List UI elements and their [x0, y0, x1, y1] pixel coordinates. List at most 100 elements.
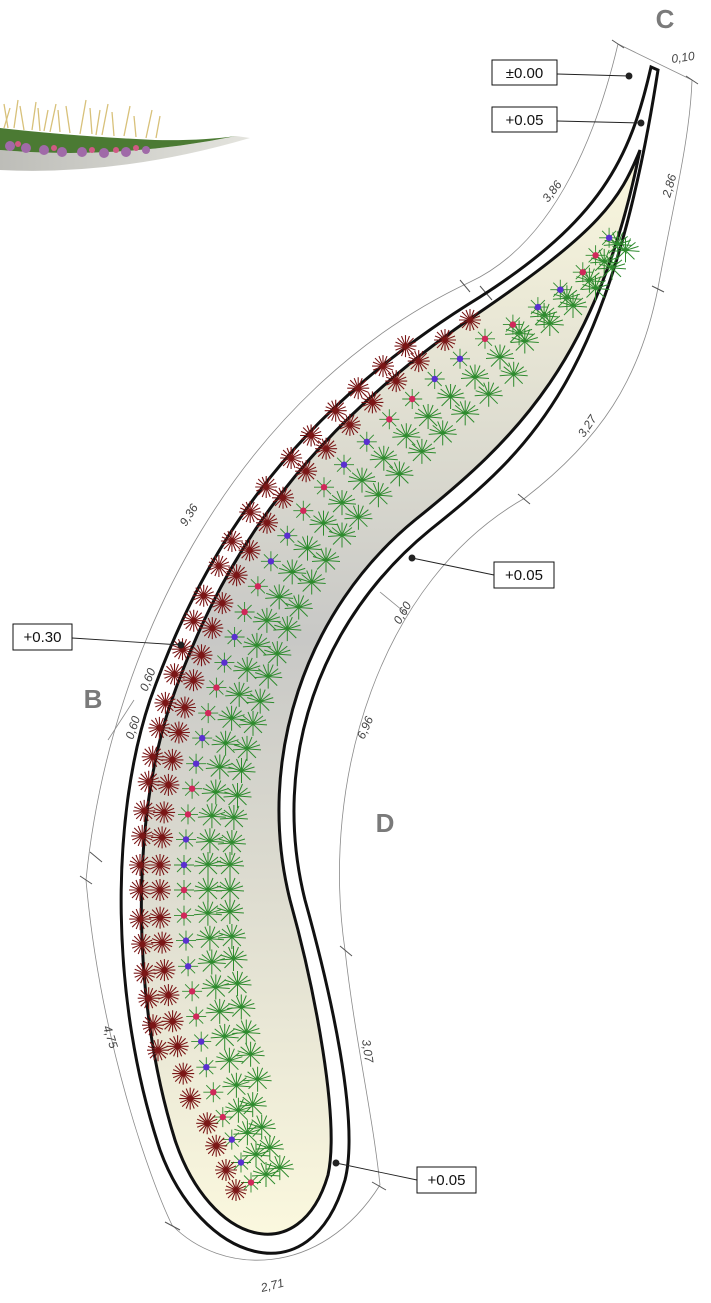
section-label-b: B: [84, 684, 103, 714]
dim-tip-width: 0,10: [670, 49, 695, 66]
svg-text:+0.30: +0.30: [24, 629, 62, 646]
globe-flower-symbol: [146, 1038, 170, 1062]
section-label-c: C: [656, 4, 675, 34]
globe-flower-symbol: [458, 308, 482, 332]
star-flower-pink-symbol: [401, 388, 423, 410]
star-flower-pink-symbol: [185, 1006, 207, 1028]
star-flower-purple-symbol: [356, 431, 378, 453]
globe-flower-symbol: [314, 437, 338, 461]
star-flower-pink-symbol: [205, 677, 227, 699]
globe-flower-symbol: [137, 986, 161, 1010]
globe-flower-symbol: [132, 799, 156, 823]
level-marker-upper: +0.05: [491, 106, 558, 133]
globe-flower-symbol: [161, 1009, 185, 1033]
globe-flower-symbol: [371, 354, 395, 378]
globe-flower-symbol: [195, 1111, 219, 1135]
section-label-d: D: [376, 808, 395, 838]
star-flower-purple-symbol: [221, 1129, 243, 1151]
globe-flower-symbol: [137, 770, 161, 794]
level-leaders: [71, 72, 645, 1181]
globe-flower-symbol: [238, 538, 262, 562]
globe-flower-symbol: [133, 961, 157, 985]
globe-flower-symbol: [141, 1013, 165, 1037]
globe-flower-symbol: [254, 475, 278, 499]
globe-flower-symbol: [150, 931, 174, 955]
globe-flower-symbol: [178, 1087, 202, 1111]
globe-flower-symbol: [152, 800, 176, 824]
star-flower-purple-symbol: [549, 279, 571, 301]
star-flower-pink-symbol: [234, 601, 256, 623]
globe-flower-symbol: [384, 369, 408, 393]
star-flower-purple-symbol: [173, 854, 195, 876]
star-flower-pink-symbol: [247, 575, 269, 597]
globe-flower-symbol: [156, 773, 180, 797]
star-flower-pink-symbol: [177, 803, 199, 825]
dim-outer-lower-arc: 4,75: [100, 1024, 121, 1051]
globe-flower-symbol: [153, 691, 177, 715]
star-flower-purple-symbol: [175, 930, 197, 952]
globe-flower-symbol: [167, 720, 191, 745]
star-flower-purple-symbol: [449, 348, 471, 370]
star-flower-purple-symbol: [195, 1056, 217, 1078]
star-flower-purple-symbol: [213, 652, 235, 674]
star-flower-purple-symbol: [177, 955, 199, 977]
globe-flower-symbol: [407, 349, 431, 373]
star-flower-purple-symbol: [527, 296, 549, 318]
globe-flower-symbol: [225, 563, 249, 587]
star-flower-pink-symbol: [585, 244, 607, 266]
dim-inner-lower-arc: 3,07: [359, 1038, 376, 1064]
star-flower-pink-symbol: [313, 476, 335, 498]
star-flower-pink-symbol: [197, 702, 219, 724]
star-flower-purple-symbol: [224, 626, 246, 648]
star-flower-pink-symbol: [378, 408, 400, 430]
globe-flower-symbol: [433, 328, 457, 352]
globe-flower-symbol: [192, 584, 216, 608]
globe-flower-symbol: [294, 459, 318, 483]
globe-flower-symbol: [171, 1062, 195, 1086]
dim-bottom-arc: 2,71: [258, 1276, 285, 1295]
svg-text:±0.00: ±0.00: [506, 65, 543, 82]
star-flower-pink-symbol: [212, 1106, 234, 1128]
star-flower-purple-symbol: [424, 368, 446, 390]
globe-flower-symbol: [152, 958, 176, 982]
globe-flower-symbol: [224, 1178, 248, 1202]
globe-flower-symbol: [220, 529, 244, 553]
globe-flower-symbol: [160, 748, 184, 772]
globe-flower-symbol: [182, 609, 206, 633]
globe-flower-symbol: [130, 824, 154, 848]
dim-right-mid-arc: 3,27: [575, 411, 600, 439]
star-flower-pink-symbol: [502, 314, 524, 336]
star-flower-purple-symbol: [276, 525, 298, 547]
globe-flower-symbol: [162, 662, 187, 686]
globe-flower-symbol: [189, 643, 214, 667]
planted-bed-perspective-thumbnail: [0, 99, 250, 171]
level-marker-top: ±0.00: [491, 59, 558, 86]
star-flower-pink-symbol: [572, 261, 594, 283]
star-flower-pink-symbol: [173, 879, 195, 901]
globe-flower-symbol: [148, 853, 172, 877]
globe-flower-symbol: [207, 554, 231, 578]
star-flower-purple-symbol: [260, 550, 282, 572]
globe-flower-symbol: [128, 853, 152, 877]
globe-flower-symbol: [147, 716, 171, 740]
globe-flower-symbol: [214, 1158, 238, 1182]
star-flower-purple-symbol: [191, 727, 213, 749]
globe-flower-symbol: [148, 878, 172, 902]
globe-flower-symbol: [128, 907, 152, 931]
svg-text:+0.05: +0.05: [505, 567, 543, 584]
globe-flower-symbol: [150, 825, 174, 849]
star-flower-pink-symbol: [292, 500, 314, 522]
star-flower-pink-symbol: [202, 1081, 224, 1103]
dim-inner-main-arc: 6,96: [354, 714, 376, 741]
star-flower-pink-symbol: [181, 980, 203, 1002]
globe-flower-symbol: [141, 745, 165, 769]
globe-flower-symbol: [238, 500, 262, 524]
star-flower-purple-symbol: [333, 454, 355, 476]
level-marker-middle: +0.05: [493, 561, 555, 589]
level-marker-outer: +0.30: [12, 623, 73, 651]
globe-flower-symbol: [148, 906, 172, 930]
globe-flower-symbol: [130, 932, 154, 956]
globe-flower-symbol: [128, 878, 152, 902]
dim-edge-band-2: 0,60: [123, 714, 144, 741]
